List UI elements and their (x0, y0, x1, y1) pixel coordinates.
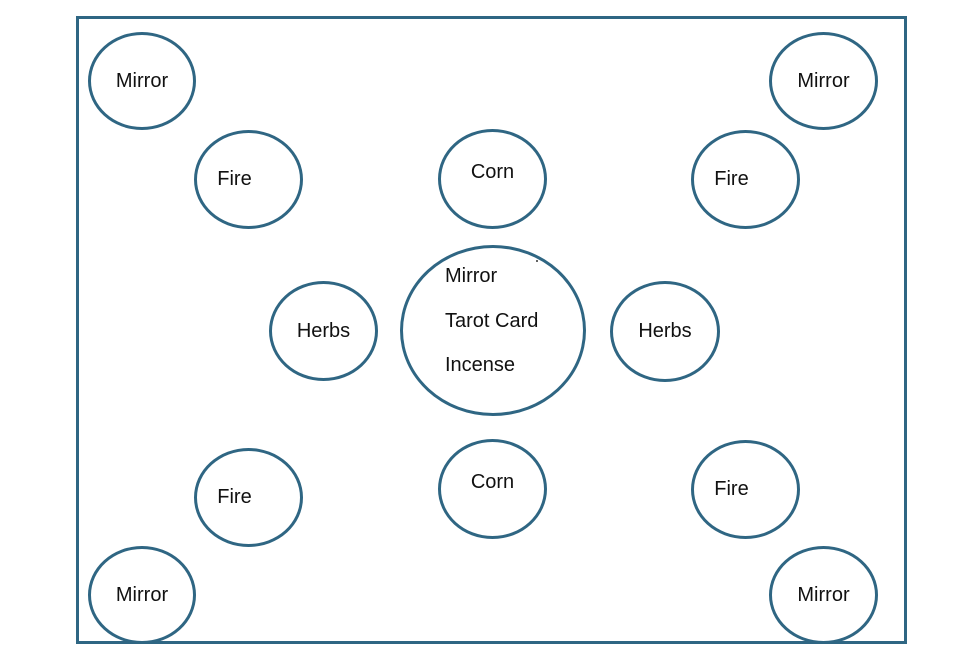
center-item-tarot-card: Tarot Card (445, 310, 539, 332)
node-label: Fire (714, 478, 749, 500)
node-corn-top: Corn (438, 129, 547, 229)
node-label: Herbs (296, 319, 351, 342)
node-corn-bottom: Corn (438, 439, 547, 539)
node-label: Fire (714, 168, 749, 190)
node-fire-bottom-left: Fire (194, 448, 303, 547)
node-label: Herbs (638, 320, 692, 342)
node-label: Fire (217, 168, 252, 190)
node-mirror-top-right: Mirror (769, 32, 878, 130)
node-fire-top-right: Fire (691, 130, 800, 229)
node-label: Mirror (797, 583, 850, 606)
node-label: Corn (470, 470, 515, 493)
node-label: Mirror (115, 583, 169, 606)
node-fire-top-left: Fire (194, 130, 303, 229)
node-label: Corn (470, 160, 515, 183)
node-herbs-left: Herbs (269, 281, 378, 381)
diagram-frame (76, 16, 907, 644)
node-mirror-bottom-left: Mirror (88, 546, 196, 644)
node-label: Mirror (797, 69, 850, 92)
node-label: Mirror (115, 69, 169, 92)
node-mirror-top-left: Mirror (88, 32, 196, 130)
node-mirror-bottom-right: Mirror (769, 546, 878, 644)
stray-dot (536, 260, 538, 262)
node-herbs-right: Herbs (610, 281, 720, 382)
node-fire-bottom-right: Fire (691, 440, 800, 539)
center-item-mirror: Mirror (445, 265, 498, 287)
node-label: Fire (217, 486, 252, 508)
node-center: Mirror Tarot Card Incense (400, 245, 586, 416)
center-item-incense: Incense (445, 354, 516, 376)
